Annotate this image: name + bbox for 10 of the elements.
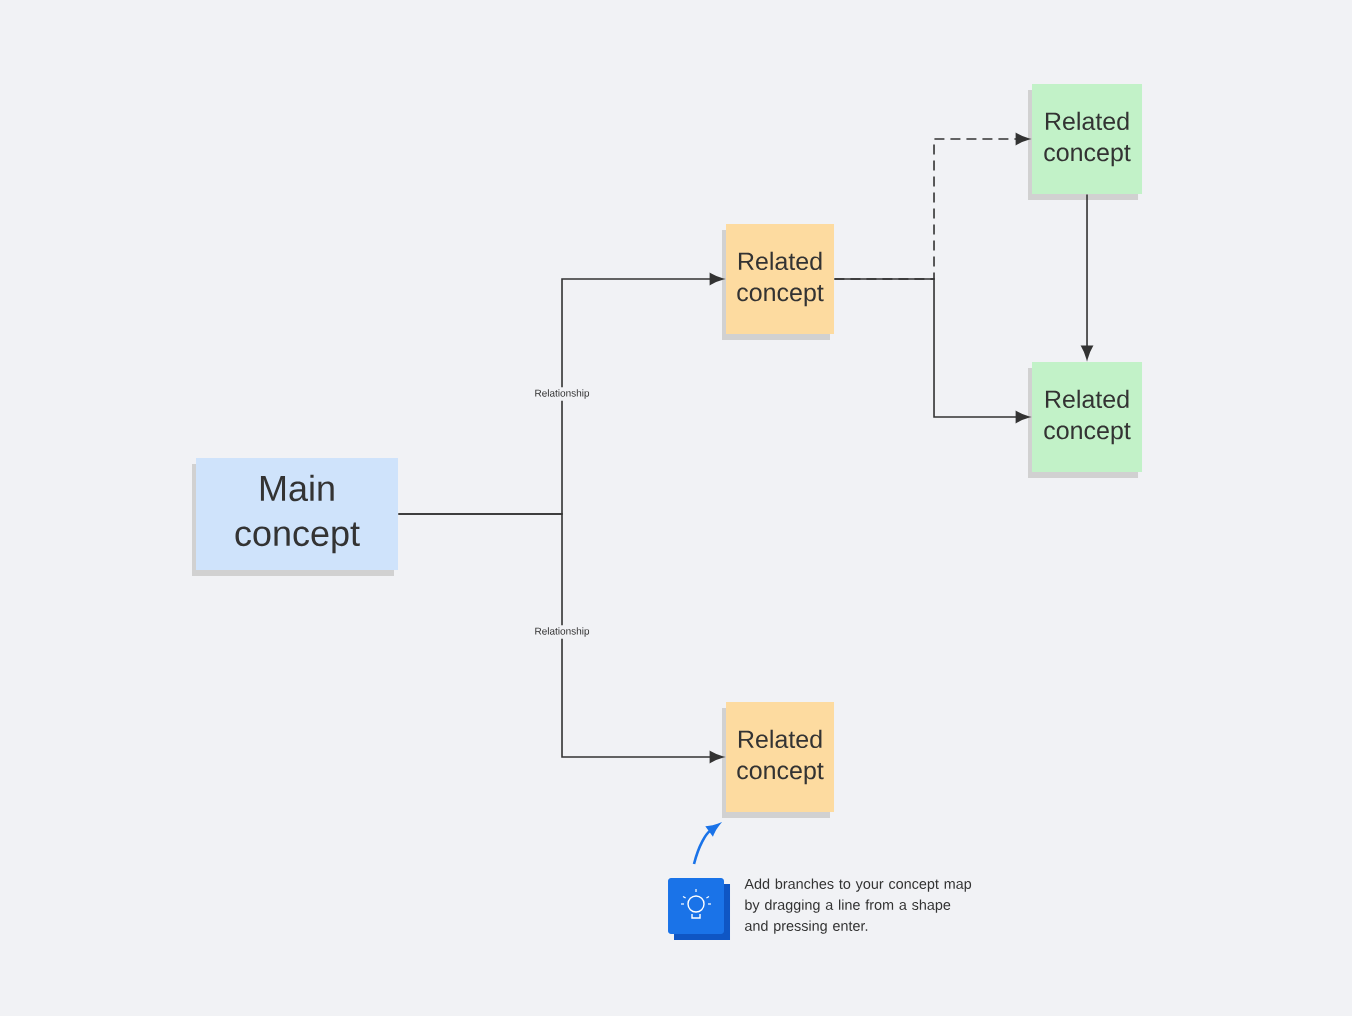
curved-arrow	[692, 823, 720, 865]
sticky-note: Related concept	[1028, 362, 1142, 478]
sticky-note: Related concept	[1028, 84, 1142, 200]
arrow	[1081, 193, 1093, 360]
sticky-note: Related concept	[722, 702, 834, 818]
arrow	[397, 513, 724, 763]
arrow	[833, 278, 1030, 423]
sticky-note: Main concept	[192, 458, 398, 576]
lightbulb-icon	[668, 878, 730, 940]
sticky-note: Related concept	[722, 224, 834, 340]
